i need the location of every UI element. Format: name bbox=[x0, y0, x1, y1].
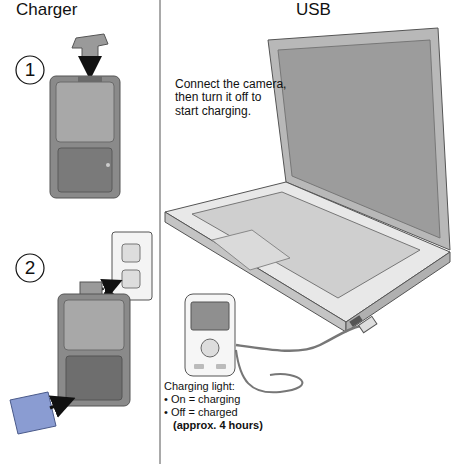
callout-circle: 2 bbox=[15, 253, 45, 283]
laptop bbox=[165, 28, 450, 332]
instruction-note: Charging light: bbox=[164, 380, 235, 392]
instruction-note: Connect the camera, then turn it off to … bbox=[175, 78, 287, 118]
section-heading: USB bbox=[296, 0, 331, 19]
instruction-note: • On = charging bbox=[164, 393, 240, 405]
instruction-note: • Off = charged bbox=[164, 406, 238, 418]
callout-circle: 1 bbox=[15, 55, 45, 85]
instruction-note: (approx. 4 hours) bbox=[173, 419, 263, 431]
section-heading: Charger bbox=[16, 0, 77, 19]
charger-step-2 bbox=[10, 232, 152, 434]
callout-number: 1 bbox=[25, 59, 36, 81]
camera-and-cable bbox=[185, 294, 377, 392]
charger-step-1 bbox=[50, 34, 120, 198]
callout-number: 2 bbox=[25, 257, 36, 279]
divider-line bbox=[160, 0, 161, 464]
